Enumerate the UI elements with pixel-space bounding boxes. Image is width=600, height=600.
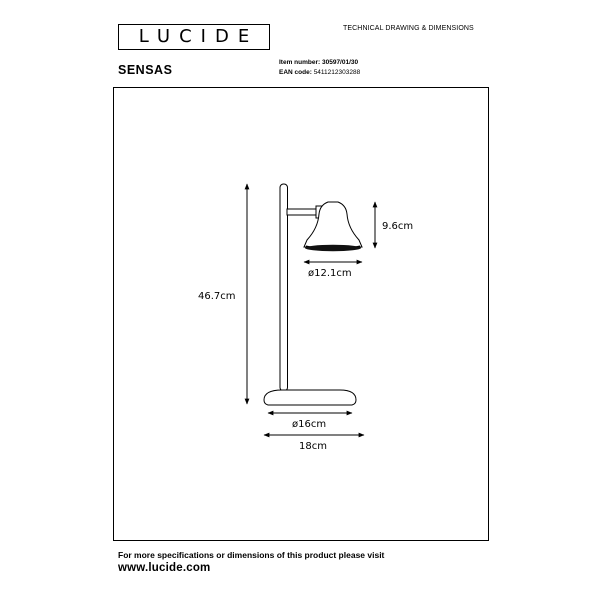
overall-width-dimension-label: 18cm	[299, 441, 327, 452]
website-link[interactable]: www.lucide.com	[118, 562, 211, 574]
lamp-base	[263, 389, 357, 406]
item-number-value: 30597/01/30	[321, 59, 359, 66]
base-diameter-dimension-label: ø16cm	[292, 419, 326, 430]
ean-row: EAN code: 5411212303288	[279, 68, 360, 78]
document-type: TECHNICAL DRAWING & DIMENSIONS	[343, 25, 474, 32]
height-dimension-label: 46.7cm	[198, 291, 236, 302]
lamp-pole	[279, 183, 288, 392]
ean-value: 5411212303288	[313, 69, 361, 76]
shade-diameter-dimension-label: ø12.1cm	[308, 268, 352, 279]
item-number-label: Item number:	[279, 59, 321, 66]
brand-logo-text: LUCIDE	[138, 26, 259, 47]
footer-note: For more specifications or dimensions of…	[118, 550, 385, 560]
product-meta: Item number: 30597/01/30 EAN code: 54112…	[279, 58, 360, 78]
shade-height-dimension-label: 9.6cm	[382, 221, 413, 232]
ean-label: EAN code:	[279, 69, 312, 76]
item-number-row: Item number: 30597/01/30	[279, 58, 360, 68]
lamp-shade	[303, 201, 363, 248]
product-title: SENSAS	[118, 63, 173, 77]
lamp-shade-opening	[305, 244, 361, 252]
drawing-frame	[113, 87, 489, 541]
brand-logo: LUCIDE	[118, 24, 270, 50]
lamp-arm	[286, 208, 318, 216]
